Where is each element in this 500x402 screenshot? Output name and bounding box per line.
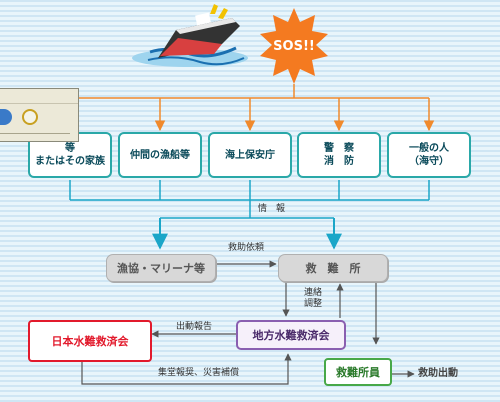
contact-coordination-label: 連絡 調整 (304, 288, 323, 309)
responder-coast-guard: 海上保安庁 (208, 132, 292, 178)
info-label: 情 報 (258, 204, 286, 214)
window-divider (0, 133, 70, 134)
rescue-action-label: 救助出動 (418, 368, 458, 379)
overlapping-window-fragment (0, 88, 79, 142)
dispatch-report-label: 出動報告 (176, 322, 213, 332)
sos-burst-icon (260, 8, 328, 84)
search-icon[interactable] (22, 109, 38, 125)
responder-public: 一般の人 （海守） (387, 132, 471, 178)
regional-rescue-society-node: 地方水難救済会 (236, 320, 346, 350)
rescue-staff-node: 救難所員 (324, 358, 392, 386)
globe-icon[interactable] (0, 109, 12, 125)
compensation-label: 集堂報奨、災害補償 (158, 368, 240, 378)
window-header (0, 89, 78, 104)
japan-rescue-society-node: 日本水難救済会 (28, 320, 152, 362)
responder-police-fire: 警 察 消 防 (297, 132, 381, 178)
responder-fishing-boats: 仲間の漁船等 (118, 132, 202, 178)
fishery-marina-node: 漁協・マリーナ等 (106, 254, 216, 282)
rescue-station-node: 救 難 所 (278, 254, 388, 282)
sos-label: SOS!! (273, 38, 315, 54)
rescue-request-label: 救助依頼 (228, 243, 265, 253)
sinking-ship-illustration (132, 4, 248, 67)
